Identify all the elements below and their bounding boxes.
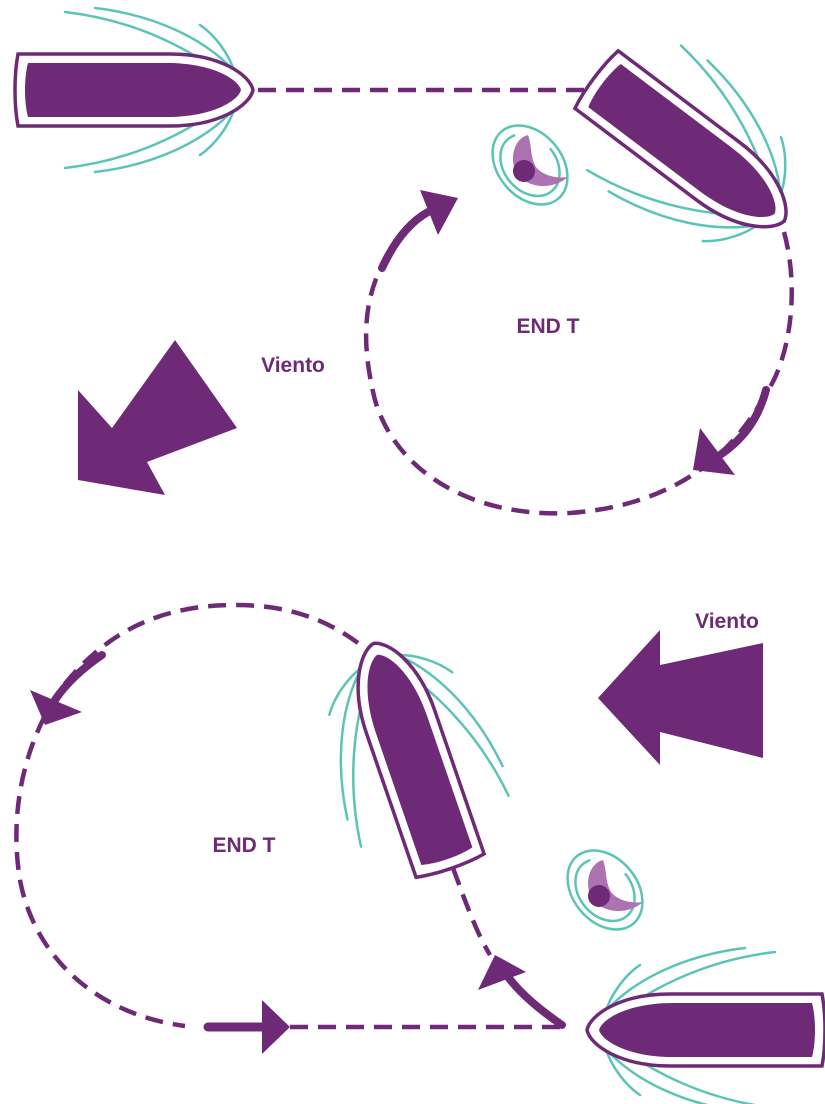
top-maneuver-label: END T — [517, 315, 580, 338]
top-maneuver: Viento END T — [15, 8, 825, 513]
bottom-wind-label: Viento — [695, 610, 759, 633]
bottom-loop-path — [16, 605, 358, 1026]
top-left-boat — [15, 8, 253, 172]
bottom-wind-arrow-icon — [598, 630, 763, 765]
top-wind-label: Viento — [261, 354, 325, 377]
bottom-buoy-icon — [552, 836, 658, 945]
top-arrow-shaft-right — [720, 390, 766, 455]
bottom-arrow-head-bottom — [262, 1000, 290, 1054]
top-wind-arrow-icon — [78, 340, 237, 495]
top-arrow-shaft-left — [382, 212, 428, 268]
bottom-lower-boat — [587, 948, 825, 1104]
top-buoy-icon — [477, 111, 583, 220]
bottom-connector-path — [453, 868, 490, 955]
bottom-upper-boat — [296, 617, 529, 895]
bottom-arrow-shaft-top — [55, 655, 102, 700]
bottom-maneuver-label: END T — [213, 834, 276, 857]
top-right-boat — [545, 12, 825, 286]
bottom-maneuver: Viento END T — [16, 605, 825, 1104]
